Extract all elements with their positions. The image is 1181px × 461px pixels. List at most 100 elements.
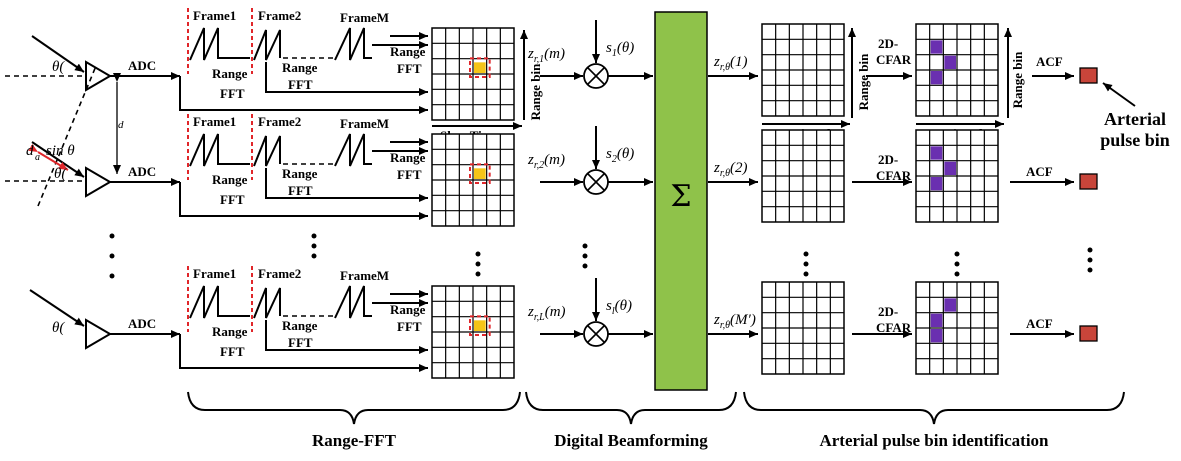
range-bin-axis-label-3: Range bin <box>1010 51 1025 108</box>
section-digital-beamforming: Digital Beamforming <box>554 431 708 450</box>
highlight-box <box>469 163 491 184</box>
arterial-pulse-bin-callout: Arterial pulse bin <box>1100 82 1170 150</box>
input-signal-label: zr,L(m) <box>527 304 566 323</box>
cfar-detection-cell <box>930 177 943 191</box>
fft-label-2: FFT <box>288 77 313 92</box>
beam-output-label: zr,θ(1) <box>713 54 748 73</box>
steering-weight-label: s1(θ) <box>606 40 634 59</box>
cfar-label: 2D- <box>878 36 898 51</box>
fft-label: FFT <box>220 192 245 207</box>
highlight-box <box>469 315 491 337</box>
highlight-cell <box>474 168 486 179</box>
input-signal-label: zr,2(m) <box>527 152 565 171</box>
range-label-3: Range <box>390 150 426 165</box>
range-label-2: Range <box>282 60 318 75</box>
frame1-label: Frame1 <box>193 8 236 23</box>
range-bin-axis-label-2: Range bin <box>856 53 871 110</box>
cfar-detection-cell <box>930 313 943 327</box>
range-label-2: Range <box>282 166 318 181</box>
steering-weight-label: s2(θ) <box>606 146 634 165</box>
d-sin-theta-label: d a sin θ <box>26 143 75 163</box>
adc-label: ADC <box>128 58 156 73</box>
chirp-waveform-m <box>334 133 372 167</box>
multiplier-icon <box>583 63 609 89</box>
fft-label-2: FFT <box>288 183 313 198</box>
theta-label-3: θ( <box>52 320 65 336</box>
pulse-bin-marker <box>1079 173 1098 190</box>
frameM-label: FrameM <box>340 116 389 131</box>
pulse-bin-marker <box>1079 67 1098 84</box>
theta-label-2: θ( <box>54 166 67 182</box>
range-azimuth-map <box>761 281 845 375</box>
arterial-pulse-bin-label-2: pulse bin <box>1100 130 1170 150</box>
cfar-detection-cell <box>930 146 943 160</box>
section-range-fft: Range-FFT <box>312 431 397 450</box>
cfar-label-2: CFAR <box>876 320 912 335</box>
theta-label-1: θ( <box>52 59 65 75</box>
acf-label: ACF <box>1026 164 1053 179</box>
antenna-icon <box>85 318 112 350</box>
ellipsis-chirps <box>311 233 317 259</box>
range-label-3: Range <box>390 302 426 317</box>
fft-label: FFT <box>220 86 245 101</box>
cfar-label: 2D- <box>878 152 898 167</box>
beamformer-sum-block: Σ <box>654 11 708 391</box>
fft-label: FFT <box>220 344 245 359</box>
chirp-waveform-m <box>334 285 372 319</box>
fft-label-3: FFT <box>397 319 422 334</box>
section-braces: Range-FFT Digital Beamforming Arterial p… <box>187 391 1125 450</box>
svg-text:sin θ: sin θ <box>46 143 75 159</box>
frame2-label: Frame2 <box>258 8 301 23</box>
fft-label-3: FFT <box>397 61 422 76</box>
range-slowtime-map <box>431 133 515 227</box>
frame1-label: Frame1 <box>193 266 236 281</box>
cfar-detection-cell <box>944 298 956 312</box>
frameM-label: FrameM <box>340 268 389 283</box>
ellipsis-antennas <box>109 233 115 279</box>
section-arterial-pulse-bin-identification: Arterial pulse bin identification <box>819 431 1049 450</box>
adc-label: ADC <box>128 316 156 331</box>
frameM-label: FrameM <box>340 10 389 25</box>
frame1-label: Frame1 <box>193 114 236 129</box>
cfar-map <box>915 23 999 117</box>
beam-output-label: zr,θ(M′) <box>713 312 756 331</box>
ellipsis-multipliers <box>582 243 588 269</box>
acf-label: ACF <box>1026 316 1053 331</box>
chirp-waveform-m <box>334 27 372 61</box>
cfar-map <box>915 129 999 223</box>
chirp-waveform <box>189 27 281 61</box>
arterial-pulse-bin-label-1: Arterial <box>1104 109 1166 129</box>
multiplier-icon <box>583 169 609 195</box>
cfar-detection-cell <box>930 40 943 54</box>
frame2-label: Frame2 <box>258 266 301 281</box>
range-label-2: Range <box>282 318 318 333</box>
range-label: Range <box>212 172 248 187</box>
ellipsis-range-maps <box>475 251 481 277</box>
adc-label: ADC <box>128 164 156 179</box>
cfar-detection-cell <box>944 161 956 175</box>
fft-label-3: FFT <box>397 167 422 182</box>
steering-weight-label: sl(θ) <box>606 298 632 317</box>
range-azimuth-map <box>761 23 845 117</box>
range-label: Range <box>212 66 248 81</box>
chirp-waveform <box>189 133 281 167</box>
svg-text:d: d <box>26 143 34 159</box>
ellipsis-pulse-bins <box>1087 247 1093 273</box>
fft-label-2: FFT <box>288 335 313 350</box>
range-label: Range <box>212 324 248 339</box>
highlight-box <box>469 57 491 78</box>
antenna-geometry: θ( θ( θ( d a sin θ d <box>5 35 124 336</box>
frame2-label: Frame2 <box>258 114 301 129</box>
chirp-waveform <box>189 285 281 319</box>
cfar-detection-cell <box>930 329 943 343</box>
multiplier-icon <box>583 321 609 347</box>
highlight-cell <box>474 320 486 331</box>
cfar-label-2: CFAR <box>876 168 912 183</box>
highlight-cell <box>474 62 486 73</box>
input-signal-label: zr,1(m) <box>527 46 565 65</box>
range-azimuth-map <box>761 129 845 223</box>
cfar-detection-cell <box>930 71 943 85</box>
